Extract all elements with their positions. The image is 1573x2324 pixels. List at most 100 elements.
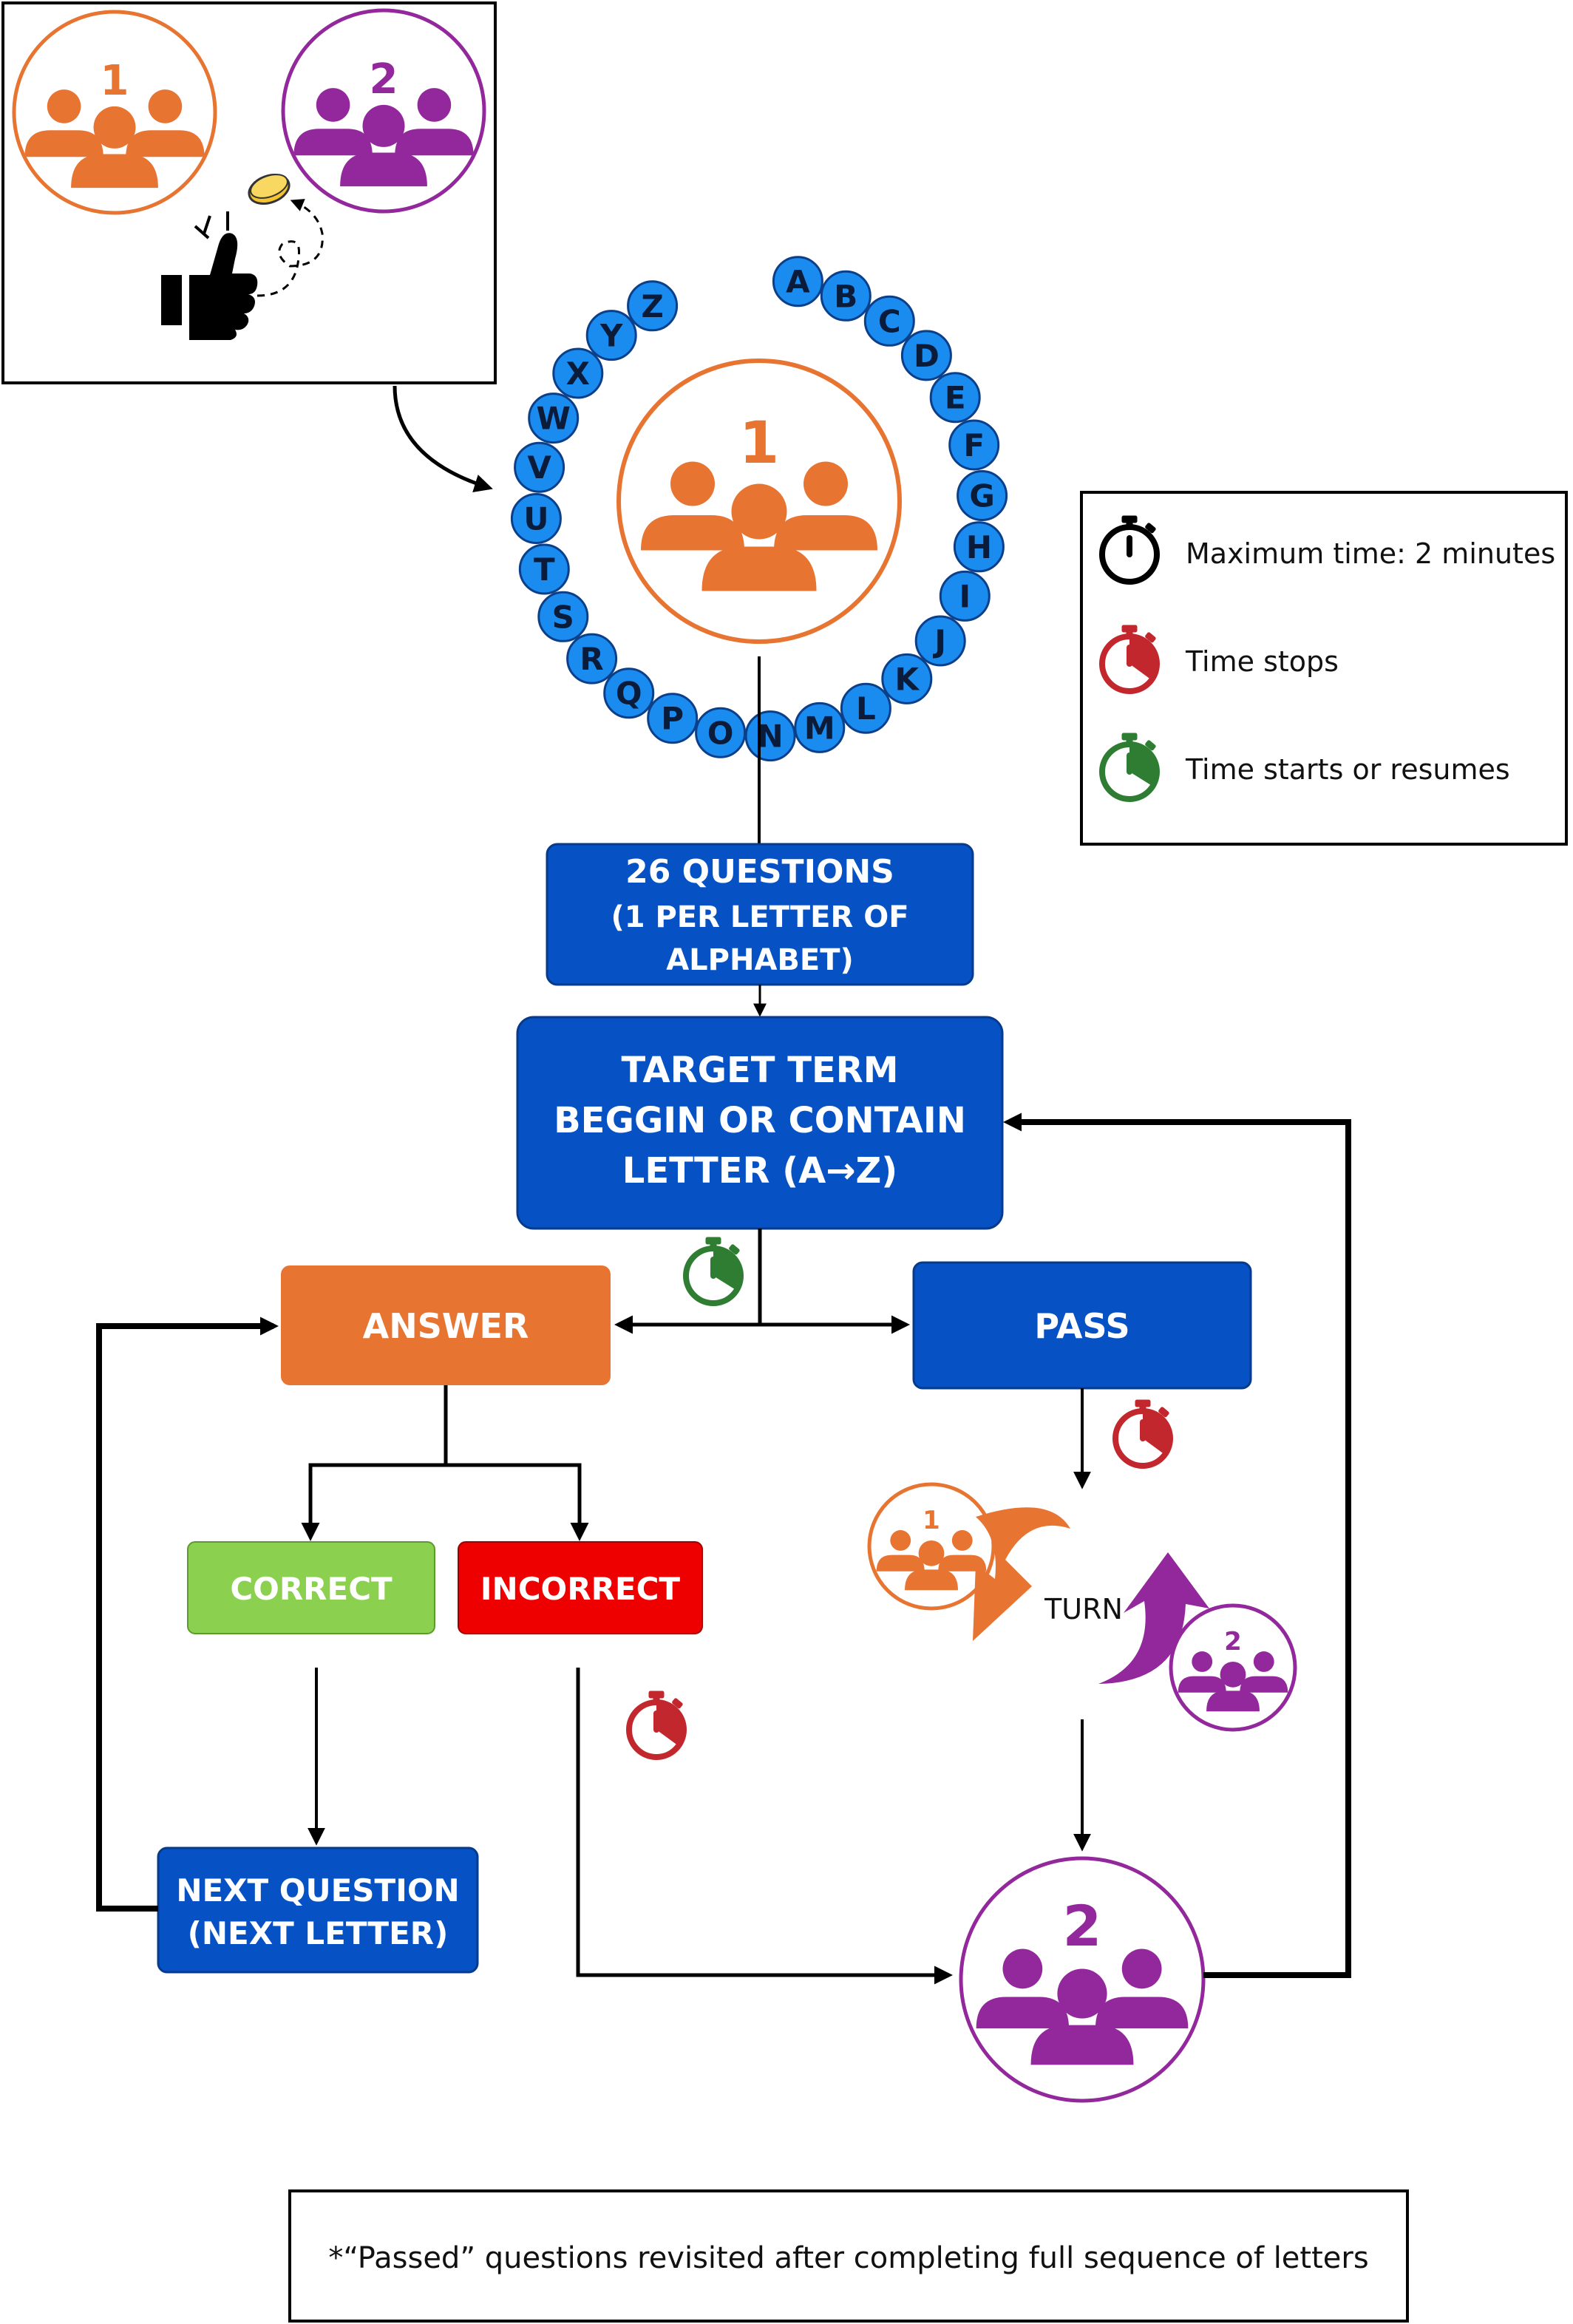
letter-r: R [566,633,618,684]
team2-turn-circle: 2 [1169,1603,1297,1732]
letter-e: E [929,372,981,424]
svg-text:P: P [661,701,684,737]
answer-box: ANSWER [281,1265,611,1385]
legend-max-time: Maximum time: 2 minutes [1186,537,1555,570]
svg-text:V: V [527,449,551,486]
letter-h: H [953,521,1005,573]
svg-text:F: F [963,427,985,463]
target-line1: TARGET TERM [621,1050,898,1091]
timer-red-incorrect-icon [629,1691,684,1757]
timer-red-icon [1102,625,1157,691]
svg-text:Y: Y [599,318,623,354]
next-line1: NEXT QUESTION [176,1872,459,1909]
letter-c: C [863,295,915,347]
turn-graphic: 1 TURN 2 [867,1482,1297,1732]
team1-number: 1 [101,57,129,105]
letter-l: L [840,682,891,734]
target-line3: LETTER (A→Z) [622,1150,897,1192]
answer-label: ANSWER [363,1306,529,1346]
letter-d: D [900,330,952,381]
questions-line3: ALPHABET) [666,943,854,977]
letter-o: O [695,707,747,758]
coin-icon [248,174,291,205]
team1-start-circle: 1 [12,10,217,215]
team2-start-circle: 2 [281,8,486,214]
svg-text:B: B [834,278,857,314]
svg-text:I: I [959,578,971,614]
letter-x: X [552,347,604,399]
footnote-text: *“Passed” questions revisited after comp… [328,2241,1368,2275]
thumbs-up-icon [161,211,258,340]
svg-text:T: T [534,551,555,588]
next-line2: (NEXT LETTER) [188,1915,449,1951]
svg-text:S: S [552,599,574,635]
target-line2: BEGGIN OR CONTAIN [554,1100,966,1141]
team2-bottom-number: 2 [1063,1893,1102,1959]
timer-green-icon [1102,733,1158,799]
timer-red-pass-icon [1115,1400,1170,1466]
turn-arrow-orange [973,1507,1070,1641]
svg-text:X: X [566,356,590,392]
answer-split-line [308,1463,582,1535]
team1-turn-number: 1 [923,1506,940,1535]
start-to-game-arrow [393,385,493,492]
letter-i: I [939,570,991,622]
incorrect-box: INCORRECT [458,1541,703,1634]
svg-text:D: D [914,338,940,374]
pass-label: PASS [1034,1306,1129,1346]
letter-s: S [537,591,589,642]
turn-arrow-purple [1098,1552,1209,1684]
svg-text:G: G [969,478,994,514]
team2-to-target-loop [1014,1119,1351,1978]
letter-f: F [948,419,1000,471]
start-box: 1 2 [1,1,497,384]
letter-p: P [647,693,699,744]
letter-b: B [820,270,872,322]
svg-text:O: O [707,715,734,751]
incorrect-label: INCORRECT [480,1571,681,1607]
team1-center-number: 1 [739,410,779,477]
target-term-box: TARGET TERM BEGGIN OR CONTAIN LETTER (A→… [516,1016,1004,1230]
svg-text:J: J [932,623,946,659]
correct-label: CORRECT [230,1571,393,1607]
svg-text:H: H [966,529,992,565]
footnote-box: *“Passed” questions revisited after comp… [288,2189,1409,2323]
letter-v: V [514,441,565,493]
letter-n: N [744,710,796,762]
svg-text:Z: Z [641,288,663,325]
letter-g: G [957,470,1008,521]
legend-time-stops: Time stops [1185,645,1339,678]
letter-t: T [518,543,570,595]
svg-text:Q: Q [616,676,642,712]
team2-turn-number: 2 [1224,1627,1242,1657]
svg-text:L: L [856,690,876,727]
svg-text:U: U [523,501,548,537]
svg-text:A: A [786,264,810,300]
team2-bottom-circle: 2 [959,1856,1206,2103]
svg-text:K: K [895,661,920,697]
letter-z: Z [627,280,679,332]
legend-time-starts: Time starts or resumes [1185,753,1510,786]
legend: Maximum time: 2 minutes Time stops Time … [1080,491,1568,846]
pass-box: PASS [912,1261,1252,1390]
correct-box: CORRECT [187,1541,435,1634]
questions-box: 26 QUESTIONS (1 PER LETTER OF ALPHABET) [546,843,974,986]
timer-green-start-icon [686,1237,741,1303]
letter-w: W [528,393,580,444]
coin-toss-path [256,199,324,297]
team1-turn-circle: 1 [867,1482,996,1611]
next-question-box: NEXT QUESTION (NEXT LETTER) [157,1846,479,1974]
incorrect-to-team2-arrow [576,1668,953,1985]
questions-line1: 26 QUESTIONS [625,853,894,891]
letter-k: K [881,653,933,704]
letter-q: Q [603,667,655,719]
letter-j: J [914,615,966,667]
svg-text:R: R [580,641,603,677]
team2-number: 2 [370,55,398,103]
next-to-answer-loop [96,1323,274,1912]
letter-a: A [772,256,823,308]
svg-text:N: N [758,718,784,755]
